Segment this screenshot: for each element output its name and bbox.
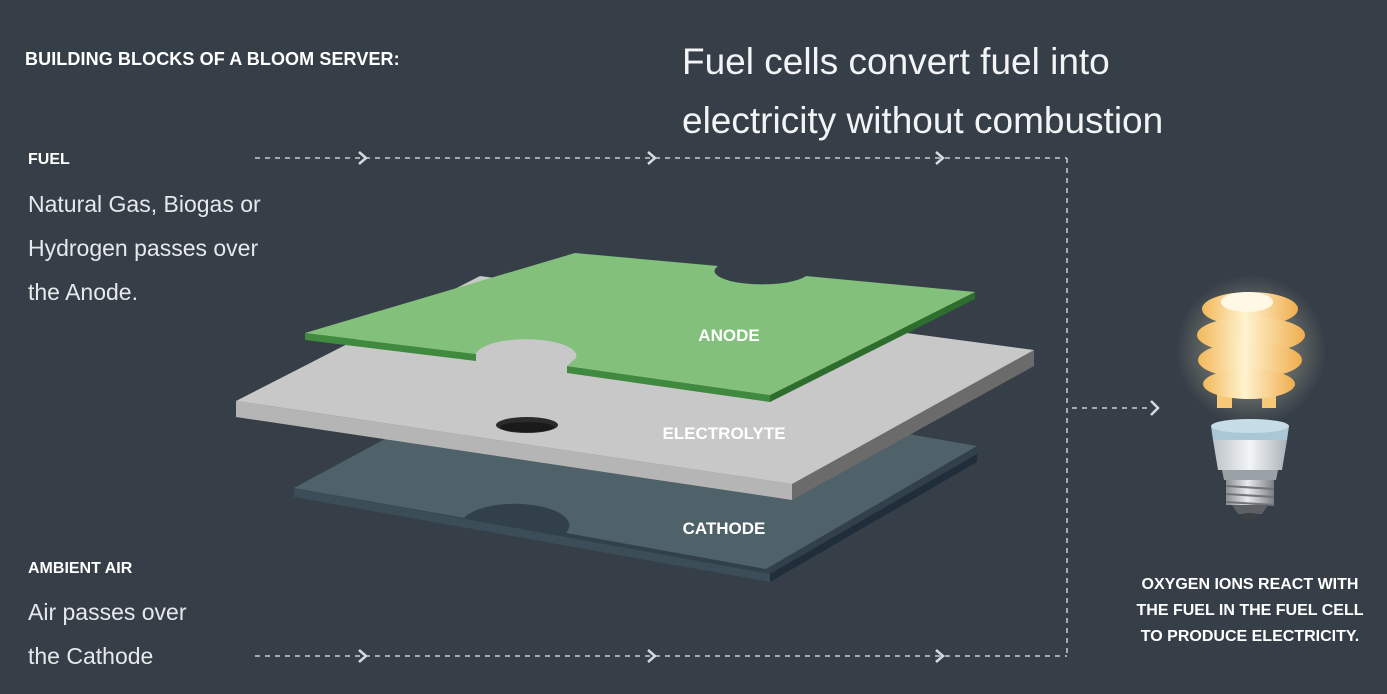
result-caption-line-3: TO PRODUCE ELECTRICITY. <box>1140 628 1360 645</box>
result-caption-line-1: OXYGEN IONS REACT WITH <box>1141 576 1359 593</box>
result-caption-line-2: THE FUEL IN THE FUEL CELL <box>1136 602 1364 619</box>
result-caption: OXYGEN IONS REACT WITH THE FUEL IN THE F… <box>1118 572 1382 650</box>
fuel-flow-line <box>255 151 1067 165</box>
air-flow-line <box>255 649 1067 663</box>
air-description-line-1: Air passes over <box>28 599 187 625</box>
fuel-description: Natural Gas, Biogas or Hydrogen passes o… <box>28 182 288 314</box>
chevron-right-icon <box>647 649 657 663</box>
electrolyte-label: ELECTROLYTE <box>662 424 786 443</box>
headline-line-1: Fuel cells convert fuel into <box>682 41 1110 82</box>
fuel-description-line-2: Hydrogen passes over <box>28 235 259 261</box>
anode-layer <box>305 253 975 402</box>
output-connector <box>1066 158 1160 656</box>
chevron-right-icon <box>1150 400 1160 416</box>
fuel-title: FUEL <box>28 151 70 168</box>
fuel-description-line-3: the Anode. <box>28 279 138 305</box>
chevron-right-icon <box>935 151 945 165</box>
cathode-label: CATHODE <box>682 519 766 538</box>
chevron-right-icon <box>358 649 368 663</box>
air-description: Air passes over the Cathode <box>28 590 288 678</box>
fuel-description-line-1: Natural Gas, Biogas or <box>28 191 261 217</box>
air-description-line-2: the Cathode <box>28 643 154 669</box>
cfl-light-bulb-icon <box>1176 275 1326 519</box>
air-title: AMBIENT AIR <box>28 560 133 577</box>
anode-label: ANODE <box>698 326 760 345</box>
headline-line-2: electricity without combustion <box>682 100 1164 141</box>
page-heading: BUILDING BLOCKS OF A BLOOM SERVER: <box>25 49 400 69</box>
chevron-right-icon <box>358 151 368 165</box>
headline: Fuel cells convert fuel into electricity… <box>682 32 1302 150</box>
chevron-right-icon <box>935 649 945 663</box>
chevron-right-icon <box>647 151 657 165</box>
